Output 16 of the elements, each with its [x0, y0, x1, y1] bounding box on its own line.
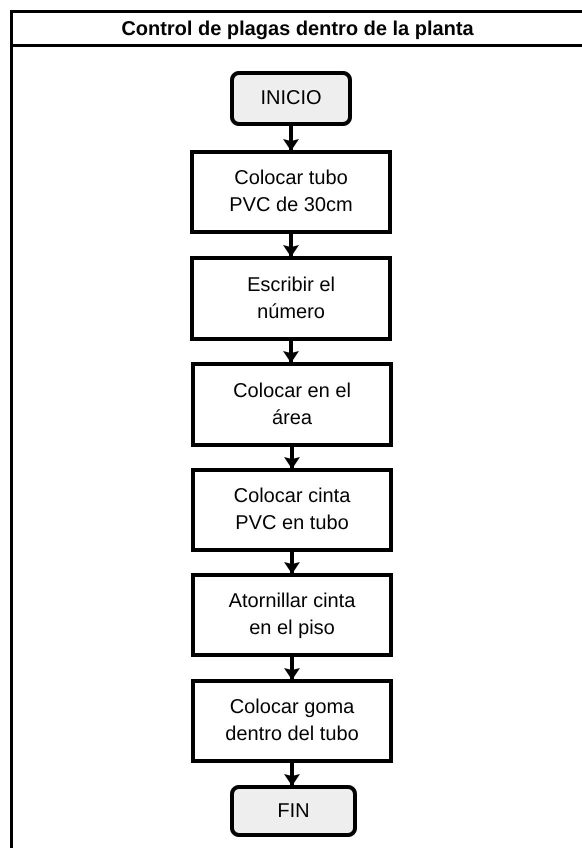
- arrow: [284, 552, 300, 574]
- process-box: Colocar cinta PVC en tubo: [191, 468, 393, 552]
- process-box: Colocar goma dentro del tubo: [191, 679, 393, 763]
- arrow: [283, 234, 299, 257]
- terminal-box: INICIO: [230, 71, 352, 126]
- arrow: [283, 341, 299, 363]
- arrow: [284, 657, 300, 680]
- diagram-title: Control de plagas dentro de la planta: [120, 17, 475, 42]
- process-box: Escribir el número: [190, 256, 392, 341]
- process-box: Colocar tubo PVC de 30cm: [190, 150, 392, 234]
- arrow: [284, 763, 300, 786]
- arrow: [284, 447, 300, 469]
- process-box: Atornillar cinta en el piso: [191, 573, 393, 657]
- process-box: Colocar en el área: [191, 362, 393, 447]
- terminal-box: FIN: [230, 785, 357, 837]
- arrow: [283, 126, 299, 151]
